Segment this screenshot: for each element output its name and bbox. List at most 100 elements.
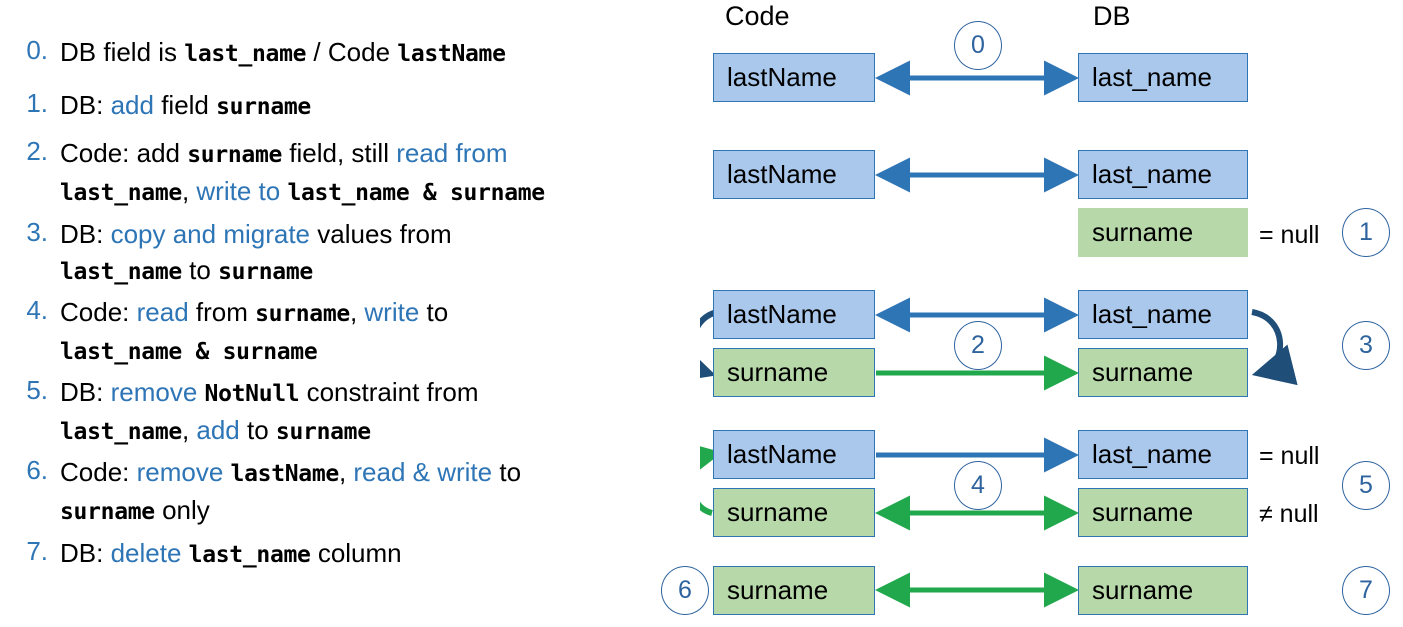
step-fragment: last_name & surname — [60, 339, 318, 365]
step-fragment: surname — [275, 419, 371, 445]
badge-step-6: 6 — [661, 566, 709, 615]
step-fragment: surname — [60, 499, 155, 525]
label-surname-is-null-1: = null — [1259, 221, 1320, 249]
step-fragment: values from — [310, 219, 452, 249]
step-item-2: 2. Code: add surname field, still read fr… — [8, 135, 698, 211]
box-db-lastname-4: last_name — [1078, 430, 1248, 479]
badge-step-7: 7 — [1342, 566, 1390, 615]
step-fragment: add — [110, 90, 154, 120]
diagram-arrows-layer — [700, 60, 1298, 608]
code-db-migration-diagram: Code DB lastName last_name 0 lastName la… — [661, 0, 1403, 627]
step-fragment: field — [153, 90, 217, 120]
step-fragment: surname — [216, 94, 311, 120]
step-fragment: read from — [396, 138, 508, 168]
step-number-1: 1. — [26, 88, 48, 118]
step-fragment: to — [181, 255, 219, 285]
step-fragment: delete — [110, 538, 182, 568]
step-fragment: , — [338, 457, 354, 487]
box-code-surname-4: surname — [713, 488, 875, 537]
badge-step-5: 5 — [1342, 461, 1390, 510]
step-fragment: DB: — [60, 219, 111, 249]
step-number-3: 3. — [26, 217, 48, 247]
step-text-2: Code: add surname field, still read from… — [60, 135, 698, 211]
box-code-lastname-4: lastName — [713, 430, 875, 479]
step-fragment: DB field is — [60, 37, 185, 67]
label-lastname-is-null-5: = null — [1259, 442, 1320, 470]
badge-step-0: 0 — [954, 21, 1002, 70]
badge-step-4: 4 — [954, 461, 1002, 510]
step-fragment: , — [181, 415, 197, 445]
box-db-surname-4: surname — [1078, 488, 1248, 537]
badge-step-2: 2 — [954, 321, 1002, 370]
step-fragment: column — [310, 538, 402, 568]
step-item-6: 6. Code: remove lastName, read & write to… — [8, 454, 698, 530]
step-fragment: field, still — [282, 138, 397, 168]
step-fragment: DB: — [60, 538, 111, 568]
step-number-6: 6. — [26, 455, 48, 485]
step-fragment: read — [136, 297, 189, 327]
step-fragment: last_name & surname — [287, 180, 545, 206]
step-fragment: DB: — [60, 377, 111, 407]
arrow-2-code-copy-curve — [700, 309, 719, 383]
box-code-lastname-2: lastName — [713, 290, 875, 339]
step-number-0: 0. — [26, 35, 48, 65]
box-code-lastname-0: lastName — [713, 53, 875, 102]
column-header-db: DB — [1093, 1, 1131, 31]
step-fragment: write — [364, 297, 420, 327]
step-fragment: last_name — [184, 41, 307, 67]
step-item-1: 1. DB: add field surname — [8, 87, 698, 125]
step-fragment: last_name — [60, 180, 182, 206]
step-fragment: remove — [110, 377, 198, 407]
step-fragment: last_name — [188, 542, 311, 568]
box-code-surname-7: surname — [713, 566, 875, 615]
step-number-2: 2. — [26, 136, 48, 166]
step-fragment — [197, 377, 204, 407]
box-db-lastname-0: last_name — [1078, 53, 1248, 102]
migration-steps-list: 0. DB field is last_name / Code lastName 1… — [0, 0, 700, 627]
step-fragment: DB: — [60, 90, 111, 120]
step-fragment: Code: add — [60, 138, 188, 168]
step-fragment: , — [349, 297, 365, 327]
badge-step-3: 3 — [1342, 321, 1390, 370]
step-fragment: Code: — [60, 457, 137, 487]
arrow-4-code-copy-curve — [700, 440, 723, 516]
step-fragment: NotNull — [204, 381, 300, 407]
step-fragment: write to — [196, 176, 281, 206]
step-fragment: to — [419, 297, 449, 327]
box-db-surname-2: surname — [1078, 348, 1248, 397]
step-fragment: to — [492, 457, 522, 487]
label-surname-not-null-5: ≠ null — [1259, 500, 1319, 528]
column-header-code: Code — [725, 1, 790, 31]
step-fragment — [223, 457, 230, 487]
step-text-7: DB: delete last_name column — [60, 535, 698, 573]
step-fragment: surname — [187, 142, 283, 168]
box-db-lastname-2: last_name — [1078, 290, 1248, 339]
step-fragment: from — [188, 297, 256, 327]
step-number-4: 4. — [26, 295, 48, 325]
box-code-lastname-1: lastName — [713, 150, 875, 199]
step-fragment: last_name — [60, 419, 182, 445]
step-fragment: lastName — [230, 461, 340, 487]
box-code-surname-2: surname — [713, 348, 875, 397]
step-fragment: to — [239, 415, 276, 445]
step-number-7: 7. — [26, 536, 48, 566]
step-fragment: last_name — [60, 259, 182, 285]
step-fragment: surname — [255, 301, 350, 327]
step-fragment: surname — [218, 259, 313, 285]
box-db-lastname-1: last_name — [1078, 150, 1248, 199]
box-db-surname-7: surname — [1078, 566, 1248, 615]
arrow-3-db-migrate-curve — [1251, 309, 1298, 386]
step-fragment: / Code — [306, 37, 398, 67]
step-fragment: , — [181, 176, 197, 206]
step-number-5: 5. — [26, 375, 48, 405]
step-fragment: lastName — [397, 41, 506, 67]
box-db-surname-1: surname — [1078, 208, 1248, 257]
step-text-1: DB: add field surname — [60, 87, 698, 125]
